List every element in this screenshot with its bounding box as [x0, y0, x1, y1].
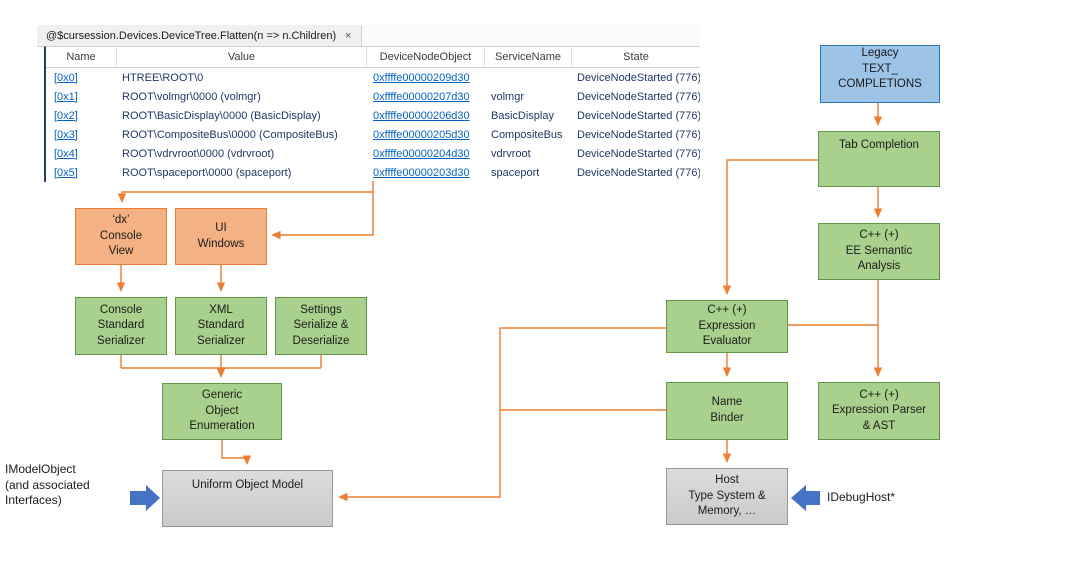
table-row: [0x4] ROOT\vdrvroot\0000 (vdrvroot) 0xff…: [46, 144, 700, 163]
box-settings-serialize-deserialize: Settings Serialize & Deserialize: [275, 297, 367, 355]
name-link[interactable]: [0x0]: [54, 71, 78, 84]
box-generic-object-enumeration: Generic Object Enumeration: [162, 383, 282, 440]
imodelobject-arrow-icon: [130, 485, 160, 511]
box-xml-standard-serializer: XML Standard Serializer: [175, 297, 267, 355]
box-console-standard-serializer: Console Standard Serializer: [75, 297, 167, 355]
box-legacy-text-completions: Legacy TEXT_ COMPLETIONS: [820, 45, 940, 103]
box-expression-parser-ast: C++ (+) Expression Parser & AST: [818, 382, 940, 440]
state-cell: DeviceNodeStarted (776): [577, 147, 700, 160]
tab-device-tree-query[interactable]: @$cursession.Devices.DeviceTree.Flatten(…: [37, 25, 362, 46]
table-row: [0x1] ROOT\volmgr\0000 (volmgr) 0xffffe0…: [46, 87, 700, 106]
imodelobject-label: IModelObject (and associated Interfaces): [5, 462, 90, 508]
object-link[interactable]: 0xffffe00000205d30: [373, 128, 470, 141]
table-row: [0x3] ROOT\CompositeBus\0000 (CompositeB…: [46, 125, 700, 144]
service-cell: BasicDisplay: [491, 109, 554, 122]
device-tree-table: Name Value DeviceNodeObject ServiceName …: [44, 46, 700, 182]
state-cell: DeviceNodeStarted (776): [577, 166, 700, 179]
value-cell: ROOT\BasicDisplay\0000 (BasicDisplay): [122, 109, 321, 122]
table-row: [0x0] HTREE\ROOT\0 0xffffe00000209d30 De…: [46, 68, 700, 87]
table-header-row: Name Value DeviceNodeObject ServiceName …: [46, 47, 700, 68]
name-link[interactable]: [0x3]: [54, 128, 78, 141]
object-link[interactable]: 0xffffe00000206d30: [373, 109, 470, 122]
value-cell: ROOT\volmgr\0000 (volmgr): [122, 90, 261, 103]
table-row: [0x2] ROOT\BasicDisplay\0000 (BasicDispl…: [46, 106, 700, 125]
box-dx-console-view: ‘dx’ Console View: [75, 208, 167, 265]
name-link[interactable]: [0x2]: [54, 109, 78, 122]
object-link[interactable]: 0xffffe00000207d30: [373, 90, 470, 103]
service-cell: volmgr: [491, 90, 525, 103]
service-cell: [485, 68, 572, 87]
value-cell: ROOT\CompositeBus\0000 (CompositeBus): [122, 128, 338, 141]
state-cell: DeviceNodeStarted (776): [577, 128, 700, 141]
state-cell: DeviceNodeStarted (776): [577, 71, 700, 84]
table-row: [0x5] ROOT\spaceport\0000 (spaceport) 0x…: [46, 163, 700, 182]
column-header-service[interactable]: ServiceName: [485, 47, 572, 67]
state-cell: DeviceNodeStarted (776): [577, 109, 700, 122]
tab-close-icon[interactable]: ×: [345, 29, 352, 42]
service-cell: spaceport: [491, 166, 540, 179]
column-header-name[interactable]: Name: [46, 47, 117, 67]
service-cell: CompositeBus: [491, 128, 563, 141]
box-ee-semantic-analysis: C++ (+) EE Semantic Analysis: [818, 223, 940, 280]
tab-bar: @$cursession.Devices.DeviceTree.Flatten(…: [37, 25, 700, 47]
name-link[interactable]: [0x5]: [54, 166, 78, 179]
value-cell: HTREE\ROOT\0: [122, 71, 204, 84]
box-host-type-system: Host Type System & Memory, …: [666, 468, 788, 525]
box-ui-windows: UI Windows: [175, 208, 267, 265]
object-link[interactable]: 0xffffe00000209d30: [373, 71, 470, 84]
state-cell: DeviceNodeStarted (776): [577, 90, 700, 103]
name-link[interactable]: [0x1]: [54, 90, 78, 103]
tab-title: @$cursession.Devices.DeviceTree.Flatten(…: [46, 29, 337, 42]
box-name-binder: Name Binder: [666, 382, 788, 440]
box-expression-evaluator: C++ (+) Expression Evaluator: [666, 300, 788, 353]
box-tab-completion: Tab Completion: [818, 131, 940, 187]
idebughost-arrow-icon: [791, 485, 820, 511]
box-uniform-object-model: Uniform Object Model: [162, 470, 333, 527]
object-link[interactable]: 0xffffe00000203d30: [373, 166, 470, 179]
idebughost-label: IDebugHost*: [827, 490, 896, 504]
column-header-object[interactable]: DeviceNodeObject: [367, 47, 485, 67]
object-link[interactable]: 0xffffe00000204d30: [373, 147, 470, 160]
name-link[interactable]: [0x4]: [54, 147, 78, 160]
value-cell: ROOT\vdrvroot\0000 (vdrvroot): [122, 147, 275, 160]
column-header-state[interactable]: State: [623, 51, 649, 63]
value-cell: ROOT\spaceport\0000 (spaceport): [122, 166, 292, 179]
column-header-value[interactable]: Value: [117, 47, 367, 67]
service-cell: vdrvroot: [491, 147, 531, 160]
